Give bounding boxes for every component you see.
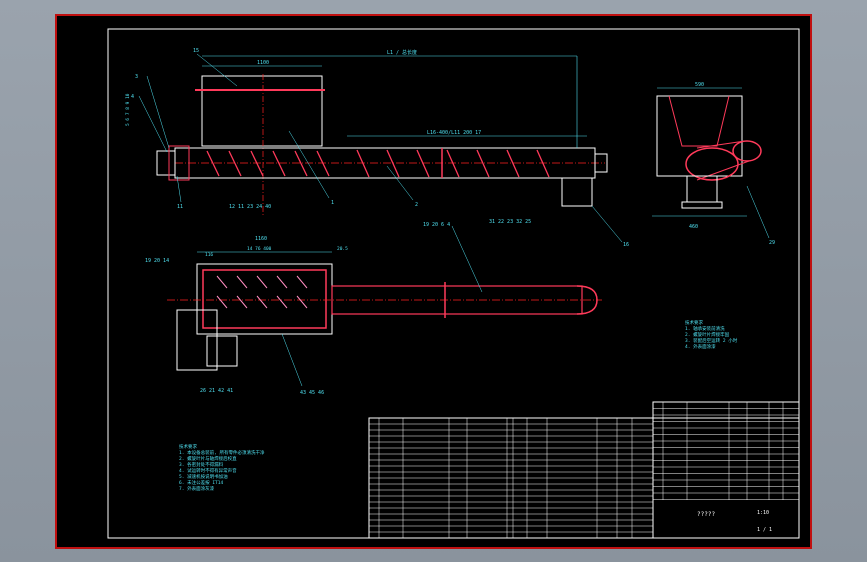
side-hopper-slope	[668, 95, 730, 147]
tr-line: 4. 试运转时不得有异常声音	[179, 467, 237, 474]
plan-dim-right-text: 20.5	[337, 246, 348, 252]
side-outlet-flange	[681, 201, 723, 209]
tr-line: 2. 螺旋叶片与轴焊接后校直	[179, 455, 237, 462]
tr-line: 7. 外表面涂灰漆	[179, 485, 215, 492]
balloon-15: 15	[193, 48, 199, 54]
dim-screw-text: L16-400/L11 200 17	[427, 130, 481, 136]
plan-balloons-bottom: 26 21 42 41	[200, 388, 233, 394]
plan-dim-sub-text: 14 76 400	[247, 246, 272, 252]
title-grid	[653, 402, 799, 500]
dim-top-length-text: 1100	[257, 60, 269, 66]
leader-11	[176, 175, 182, 203]
plan-motor	[176, 309, 218, 371]
nb-line: 4. 外表面涂漆	[685, 343, 716, 350]
leader-29	[746, 185, 770, 239]
dim-overall-text: L1 / 总长度	[387, 49, 417, 56]
discharge-outlet	[561, 177, 593, 207]
leader-16	[591, 205, 623, 243]
plan-reducer	[206, 335, 238, 367]
hopper-outline	[201, 75, 323, 147]
side-dim-top-text: 590	[695, 82, 704, 88]
belt-top	[696, 140, 746, 149]
tr-line: 5. 减速机按说明书加油	[179, 473, 228, 480]
balloon-16: 16	[623, 242, 629, 248]
side-view: 590 460 29	[652, 82, 775, 246]
plan-flights	[216, 275, 308, 309]
balloon-2: 2	[415, 202, 418, 208]
front-view: 1100 L1 / 总长度 L16-400/L11 200 17 3 4 5 6…	[125, 48, 629, 248]
leader-4	[138, 95, 168, 153]
balloon-29: 29	[769, 240, 775, 246]
leader-3	[146, 75, 170, 149]
nb-line: 3. 装配后空运转 2 小时	[685, 337, 738, 344]
drawing-scale: 1:10	[757, 510, 769, 516]
right-end-cap	[594, 153, 608, 173]
left-bearing	[156, 150, 176, 176]
tr-line: 3. 各密封处不得漏料	[179, 461, 224, 468]
tr-line: 6. 未注公差按 IT14	[179, 479, 223, 486]
parts-grid	[369, 418, 653, 538]
balloon-4: 4	[131, 94, 134, 100]
tr-line: 技术要求	[179, 443, 197, 450]
title-block-outline	[652, 401, 800, 539]
leader-2	[386, 165, 414, 201]
plan-balloons-mid: 19 20 6 4	[423, 222, 450, 228]
pulley-left	[685, 147, 739, 181]
nb-line: 技术要求	[685, 319, 703, 326]
parts-list	[368, 417, 800, 539]
drawing-sheet: 1100 L1 / 总长度 L16-400/L11 200 17 3 4 5 6…	[55, 14, 812, 549]
balloon-11: 11	[177, 204, 183, 210]
plan-leader-bottom2	[281, 333, 303, 387]
plan-hopper-inner	[202, 269, 327, 329]
plan-trough	[331, 285, 583, 315]
balloon-3: 3	[135, 74, 138, 80]
screw-flights	[206, 149, 550, 178]
nb-line: 2. 螺旋叶片焊接牢固	[685, 331, 730, 338]
leader-15	[196, 53, 238, 87]
plan-end	[576, 285, 598, 315]
pulley-right	[732, 140, 762, 162]
left-stack-labels: 5 6 7 8 9 10	[125, 93, 131, 126]
side-dim-bottom-text: 460	[689, 224, 698, 230]
title-block: ????? 1:10 1 / 1	[652, 401, 800, 539]
balloon-1: 1	[331, 200, 334, 206]
tr-line: 1. 本设备总装前, 所有零件必须清洗干净	[179, 449, 265, 456]
balloons-bottom-mid: 31 22 23 32 25	[489, 219, 531, 225]
left-bearing-seat	[168, 145, 190, 181]
cad-drawing: 1100 L1 / 总长度 L16-400/L11 200 17 3 4 5 6…	[107, 28, 800, 539]
plan-balloons-bottom2: 43 45 46	[300, 390, 324, 396]
drawing-sheet-no: 1 / 1	[757, 527, 772, 533]
leader-1	[288, 130, 330, 199]
nb-line: 1. 轴承安装前清洗	[685, 325, 725, 332]
plan-dim-left-text: 116	[205, 252, 213, 258]
side-hopper	[656, 95, 743, 177]
plan-balloons-left: 19 20 14	[145, 258, 169, 264]
balloons-bottom-left: 12 11 23 24 40	[229, 204, 271, 210]
plan-leader-mid	[451, 225, 483, 293]
plan-view: 1160 14 76 400 20.5 116 19 20 14 19 20 6…	[145, 222, 602, 396]
belt-bottom	[696, 160, 750, 181]
drawing-title: ?????	[697, 511, 715, 518]
plan-dim-width-text: 1160	[255, 236, 267, 242]
